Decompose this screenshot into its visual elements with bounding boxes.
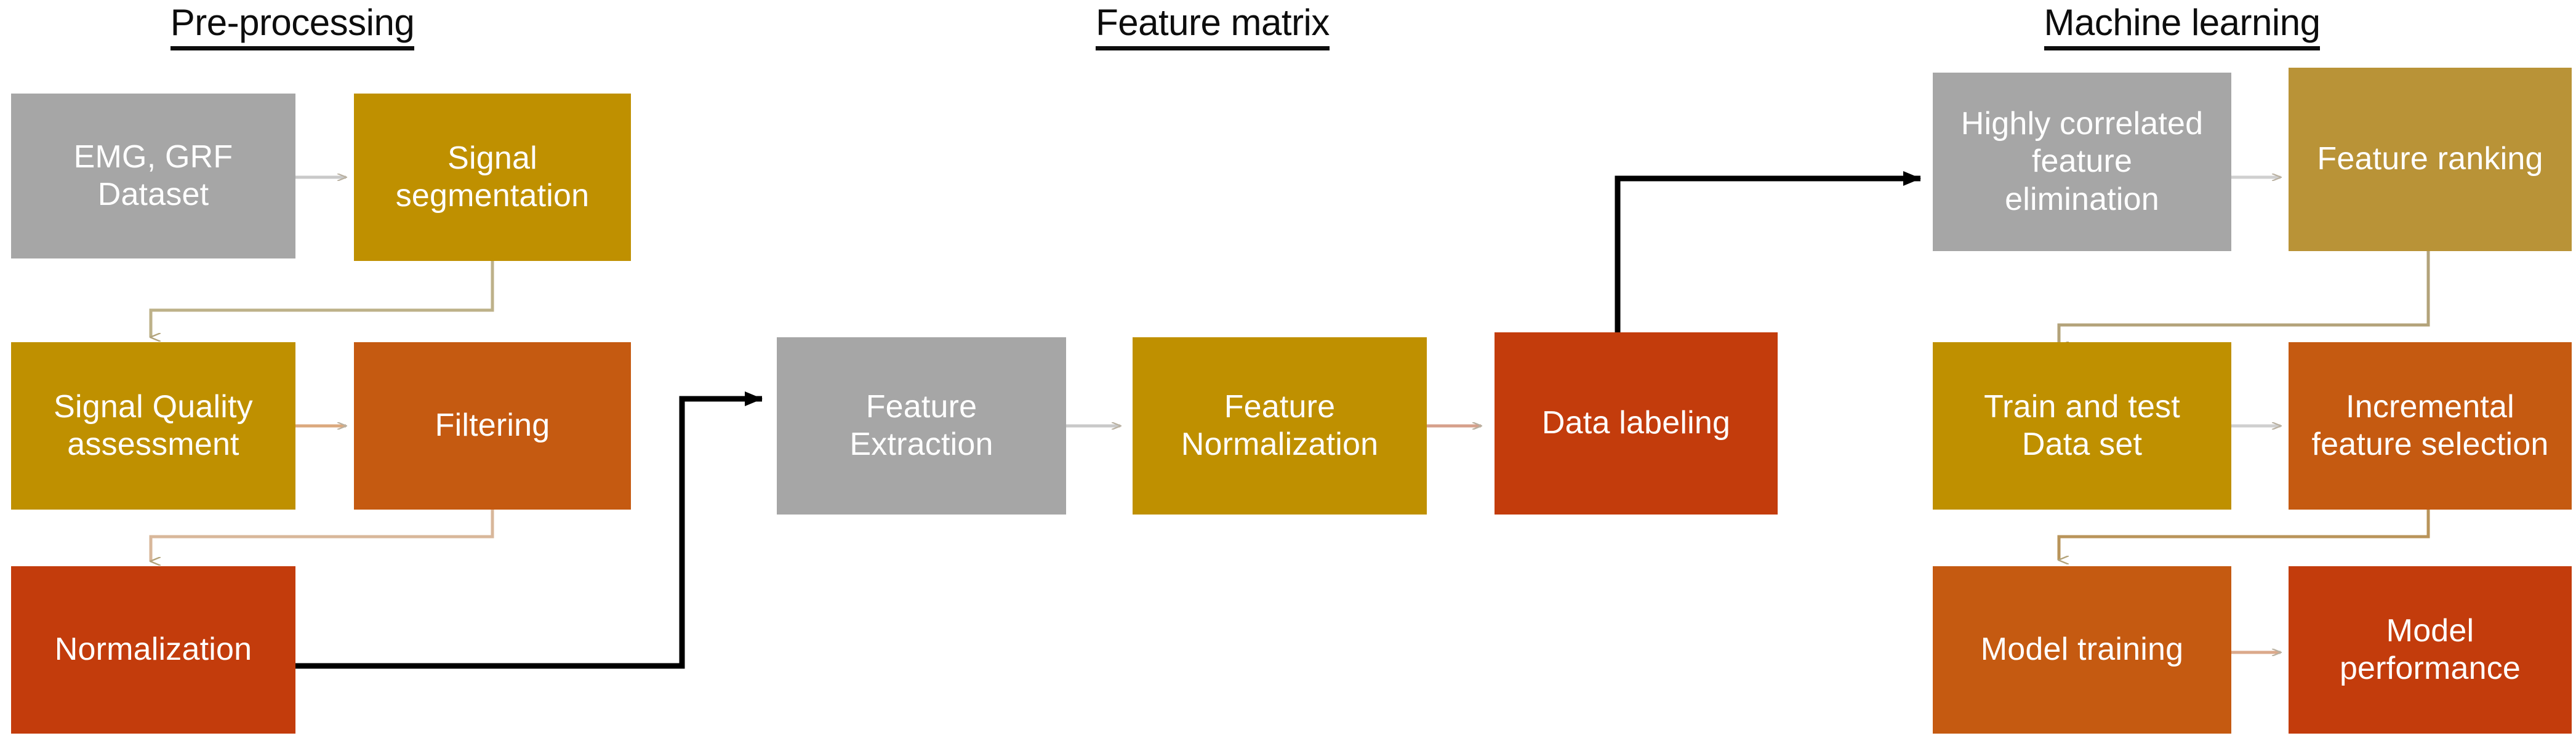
node-hcfe-line-1: Highly correlated (1960, 105, 2204, 142)
node-signal-quality-assessment-line-2: assessment (67, 427, 239, 462)
node-signal-quality-assessment-line-1: Signal Quality (54, 388, 253, 425)
node-incremental-line-1: Incremental (2346, 388, 2514, 425)
node-feature-normalization-line-1: Feature (1224, 388, 1336, 425)
section-title-pre-processing-label: Pre-processing (170, 1, 415, 50)
section-title-feature-matrix: Feature matrix (985, 1, 1440, 50)
node-emg-grf-dataset[interactable]: EMG, GRF Dataset (11, 94, 295, 258)
node-signal-segmentation[interactable]: Signal segmentation (354, 94, 631, 261)
node-model-performance-line-2: performance (2339, 651, 2521, 686)
node-feature-normalization-line-2: Normalization (1181, 427, 1379, 462)
node-feature-ranking-line-1: Feature ranking (2317, 141, 2543, 177)
node-train-and-test-data-set[interactable]: Train and test Data set (1933, 342, 2231, 510)
node-data-labeling[interactable]: Data labeling (1495, 332, 1778, 515)
node-emg-grf-dataset-line-1: EMG, GRF (73, 138, 233, 175)
node-model-performance[interactable]: Model performance (2289, 566, 2572, 734)
node-model-training[interactable]: Model training (1933, 566, 2231, 734)
node-filtering-line-1: Filtering (435, 407, 550, 444)
node-emg-grf-dataset-line-2: Dataset (97, 177, 209, 212)
section-title-pre-processing: Pre-processing (114, 1, 471, 50)
node-hcfe-line-3: elimination (2005, 181, 2159, 217)
node-feature-extraction-line-2: Extraction (849, 427, 993, 462)
connector-feature-ranking-to-train-test (2057, 251, 2430, 346)
node-feature-normalization[interactable]: Feature Normalization (1133, 337, 1427, 515)
node-highly-correlated-feature-elimination[interactable]: Highly correlated feature elimination (1933, 73, 2231, 251)
section-title-machine-learning-label: Machine learning (2044, 1, 2321, 50)
section-title-feature-matrix-label: Feature matrix (1096, 1, 1330, 50)
node-feature-ranking[interactable]: Feature ranking (2289, 68, 2572, 251)
node-feature-extraction[interactable]: Feature Extraction (777, 337, 1066, 515)
node-normalization[interactable]: Normalization (11, 566, 295, 734)
node-incremental-line-2: feature selection (2311, 427, 2549, 462)
node-data-labeling-line-1: Data labeling (1541, 405, 1731, 441)
node-filtering[interactable]: Filtering (354, 342, 631, 510)
node-hcfe-line-2: feature (2031, 143, 2133, 180)
connector-filtering-to-normalization (149, 510, 494, 561)
node-model-training-line-1: Model training (1980, 631, 2184, 668)
section-title-machine-learning: Machine learning (1930, 1, 2434, 50)
node-signal-segmentation-line-1: Signal (447, 140, 537, 176)
node-signal-segmentation-line-2: segmentation (395, 178, 590, 214)
node-incremental-feature-selection[interactable]: Incremental feature selection (2289, 342, 2572, 510)
node-train-test-line-2: Data set (2021, 427, 2143, 462)
node-signal-quality-assessment[interactable]: Signal Quality assessment (11, 342, 295, 510)
node-model-performance-line-1: Model (2386, 612, 2474, 649)
connector-data-labeling-to-hcfe (1615, 171, 1921, 332)
node-train-test-line-1: Train and test (1984, 388, 2180, 425)
node-normalization-line-1: Normalization (54, 631, 252, 668)
node-feature-extraction-line-1: Feature (865, 388, 977, 425)
connector-incremental-to-model-training (2057, 510, 2430, 560)
connector-signal-segmentation-to-signal-quality (149, 261, 494, 337)
